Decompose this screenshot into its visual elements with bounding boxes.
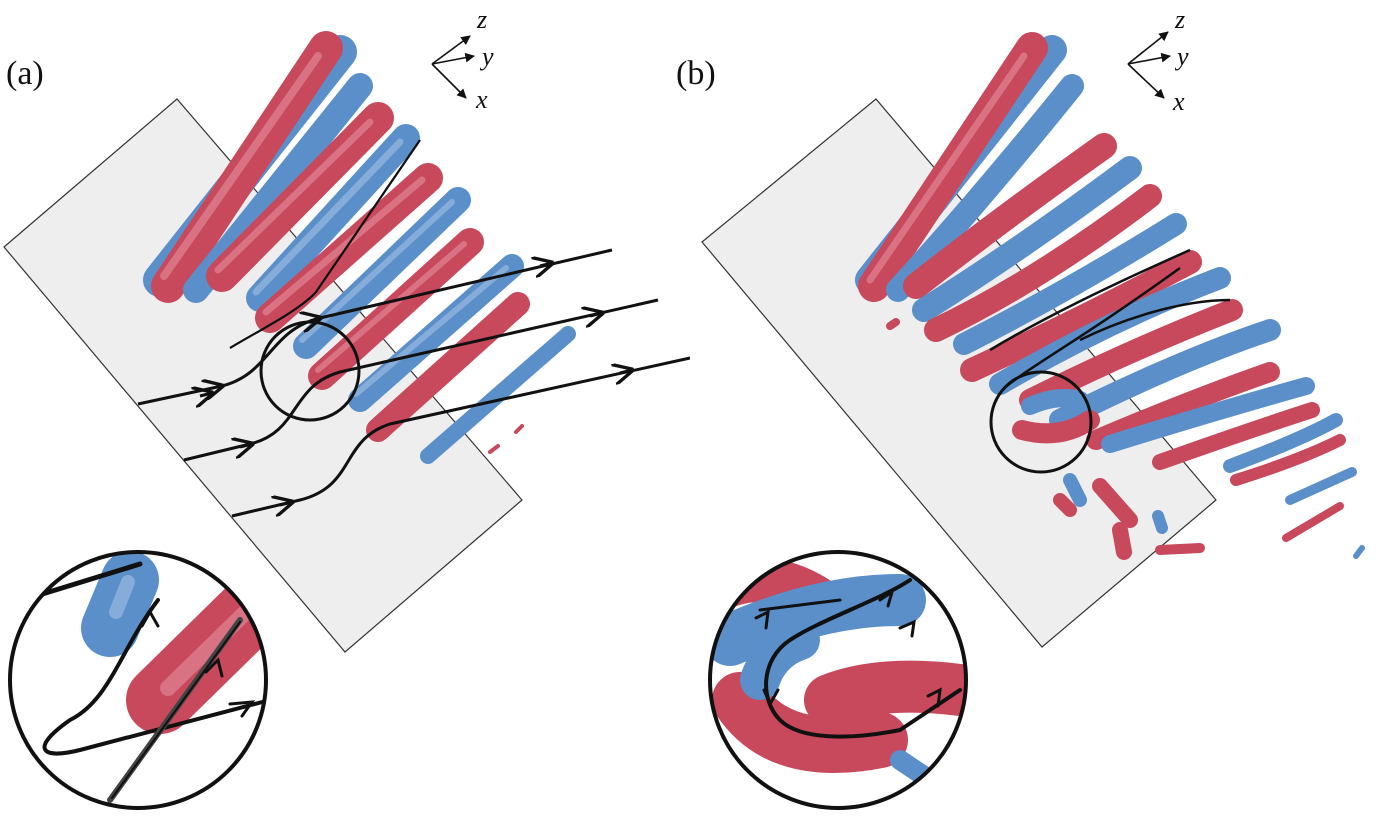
- panel-b: z y x (b): [676, 0, 1400, 810]
- axis-label-y: y: [479, 42, 494, 71]
- vortex-tube-blue: [348, 254, 524, 412]
- axes-triad: [431, 35, 475, 99]
- vortex-tube-blue: [1285, 467, 1357, 505]
- vortex-tube-blue: [886, 74, 1084, 302]
- panel-label-b: (b): [676, 55, 716, 92]
- vortex-tube-blue: [420, 326, 576, 464]
- streamline: [231, 356, 691, 518]
- axis-label-y: y: [1174, 42, 1189, 71]
- vortex-tube-red: [1019, 299, 1243, 411]
- axis-label-z: z: [1174, 5, 1185, 34]
- vortex-tube-red: [1012, 410, 1100, 444]
- zoom-region-marker: [989, 370, 1093, 474]
- axes-triad: [1127, 31, 1171, 99]
- vortex-tube-red: [1152, 402, 1320, 470]
- vortex-tube-blue: [293, 187, 471, 359]
- axis-label-x: x: [1172, 87, 1185, 116]
- axis-label-x: x: [475, 85, 488, 114]
- panel-label-a: (a): [6, 55, 44, 92]
- plate-surface: [701, 98, 1217, 648]
- vortex-tube-blue: [912, 156, 1142, 322]
- vortex-tube-red: [960, 250, 1202, 382]
- vortex-tube-red: [366, 292, 530, 442]
- vortex-tube-blue: [1223, 413, 1343, 473]
- panel-a: z y x (a): [0, 0, 691, 810]
- zoom-inset-a: [8, 550, 268, 810]
- streamline: [183, 298, 659, 462]
- vortex-tubes: [855, 32, 1365, 560]
- streamline: [1079, 298, 1231, 342]
- vortex-tube-red: [1282, 502, 1344, 542]
- streamline: [229, 139, 421, 349]
- zoom-region-marker: [259, 320, 361, 422]
- vortex-tube-red: [1230, 434, 1346, 486]
- vortex-tubes: [143, 31, 576, 464]
- zoom-inset-b: [708, 550, 968, 810]
- vortex-tube-red: [903, 133, 1117, 299]
- vortex-tube-red: [1086, 362, 1280, 450]
- vortex-tube-blue: [1101, 377, 1315, 453]
- vortex-tube-red: [308, 228, 484, 390]
- vortex-tube-blue: [953, 213, 1187, 355]
- axis-label-z: z: [476, 5, 487, 34]
- vortex-tube-red: [924, 184, 1162, 342]
- vortex-tube-blue: [1021, 389, 1089, 415]
- streamline: [989, 248, 1191, 352]
